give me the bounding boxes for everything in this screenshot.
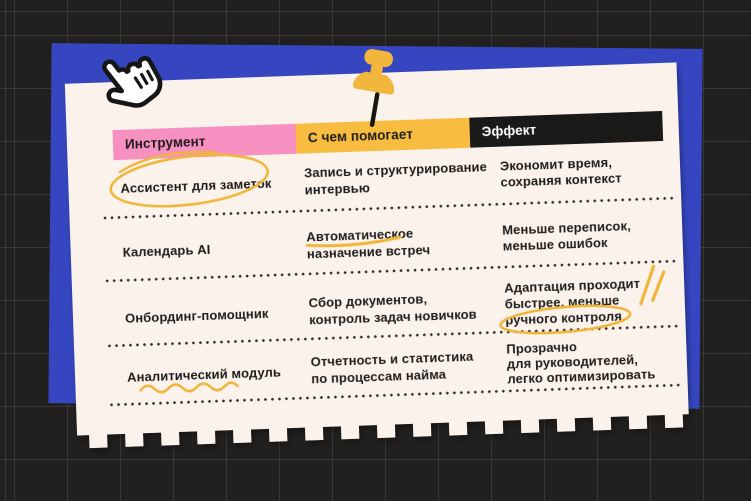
helps-cell: Запись и структурирование интервью: [304, 158, 501, 199]
effect-cell: Экономит время, сохраняя контекст: [500, 153, 667, 191]
table-row: Аналитический модуль Отчетность и статис…: [126, 335, 673, 400]
tool-cell: Онбординг-помощник: [125, 303, 309, 326]
helps-cell: Автоматическое назначение встреч: [306, 222, 503, 263]
header-cell-effect: Эффект: [469, 110, 664, 148]
effect-cell: Адаптация проходит быстрее, меньше ручно…: [504, 275, 672, 329]
tool-cell: Ассистент для заметок: [120, 173, 304, 196]
cell-line: Аналитический модуль: [126, 363, 282, 385]
effect-cell: Меньше переписок, меньше ошибок: [502, 217, 669, 255]
cell-line: Онбординг-помощник: [124, 305, 269, 326]
cell-line: Календарь AI: [122, 241, 211, 260]
tool-cell: Календарь AI: [122, 237, 306, 260]
effect-cell: Прозрачно для руководителей, легко оптим…: [506, 335, 673, 386]
helps-cell: Отчетность и статистика по процессам най…: [310, 347, 507, 388]
helps-cell: Сбор документов, контроль задач новичков: [308, 288, 505, 329]
hand-cursor-icon: [102, 56, 163, 108]
pushpin-icon: [352, 49, 395, 127]
cell-line: Ассистент для заметок: [120, 175, 272, 196]
tool-cell: Аналитический модуль: [127, 362, 311, 385]
